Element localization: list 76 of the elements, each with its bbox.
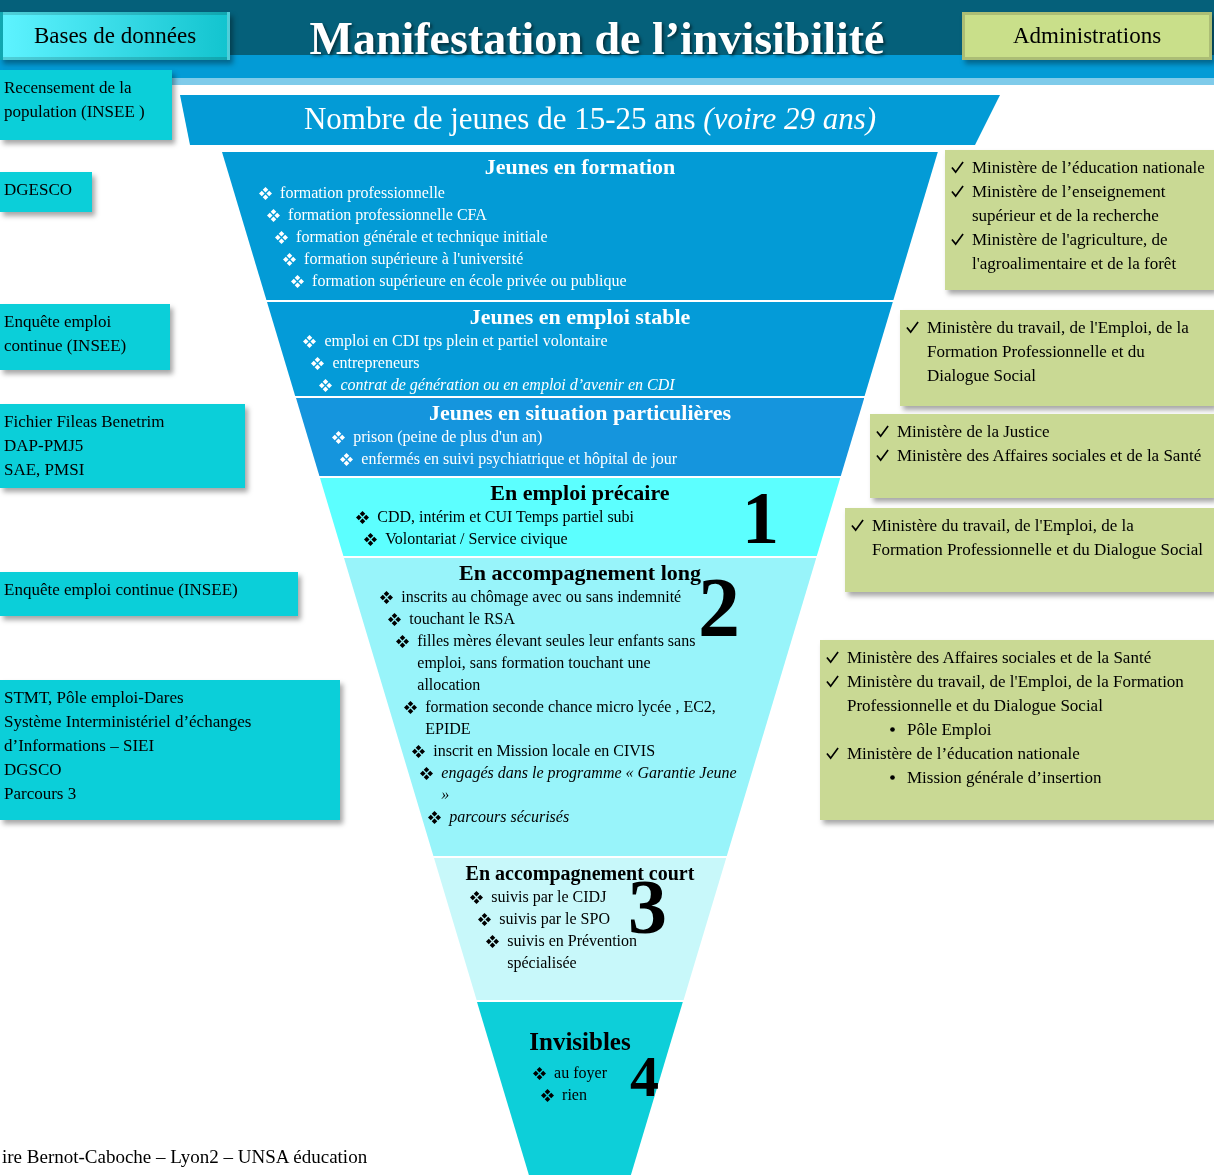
source-text: Parcours 3: [4, 783, 78, 805]
ministry-box: [900, 310, 1214, 406]
pyramid-band: [295, 398, 865, 476]
list-item: suivis en Prévention spécialisée: [507, 932, 638, 974]
source-box: [0, 304, 170, 370]
ministry-box: [845, 508, 1214, 592]
list-item: engagés dans le programme « Garantie Jeune »: [441, 763, 738, 805]
ministry-text: Ministère de l'agriculture, de l'agroalimentaire et de la forêt: [972, 229, 1178, 275]
ministry-text: Ministère du travail, de l'Emploi, de la Formation Professionnelle et du Dialogue Social: [927, 317, 1190, 387]
ministry-text: Ministère du travail, de l'Emploi, de la Formation Professionnelle et du Dialogue Social: [872, 515, 1204, 561]
ministry-text: Ministère de l’éducation nationale: [847, 743, 1080, 765]
title: Manifestation de l’invisibilité: [308, 12, 886, 65]
list-item: formation professionnelle: [280, 183, 445, 204]
list-item: enfermés en suivi psychiatrique et hôpital de jour: [361, 449, 678, 470]
ministry-text: Ministère de l’enseignement supérieur et de la recherche: [972, 181, 1167, 227]
source-box: [0, 680, 340, 820]
list-item: contrat de génération ou en emploi d’avenir en CDI: [340, 375, 675, 396]
band-heading: En emploi précaire: [489, 479, 671, 507]
source-text: DGSCO: [4, 759, 63, 781]
source-text: Enquête emploi continue (INSEE): [4, 579, 239, 601]
step-number: 1: [742, 481, 779, 555]
list-item: prison (peine de plus d'un an): [353, 427, 543, 448]
source-text: DGESCO: [4, 179, 73, 201]
ministry-text: Ministère des Affaires sociales et de la Santé: [897, 445, 1202, 467]
ministry-text: Ministère de la Justice: [897, 421, 1050, 443]
pyramid-band: [343, 558, 817, 856]
list-item: touchant le RSA: [409, 609, 516, 629]
list-item: CDD, intérim et CUI Temps partiel subi: [377, 507, 635, 528]
list-item: suivis par le CIDJ: [491, 887, 607, 908]
source-text: Système Interministériel d’échanges d’Informations – SIEI: [4, 711, 253, 757]
source-text: Fichier Fileas Benetrim: [4, 411, 166, 433]
ministry-box: [820, 640, 1214, 820]
list-item: suivis par le SPO: [499, 909, 610, 930]
list-item: formation générale et technique initiale: [296, 227, 548, 248]
pyramid-band: [319, 478, 841, 556]
source-box: [0, 404, 245, 488]
source-box: [0, 172, 92, 212]
source-text: DAP-PMJ5: [4, 435, 85, 457]
list-item: emploi en CDI tps plein et partiel volontaire: [324, 331, 608, 352]
list-item: formation supérieure à l'université: [304, 249, 524, 270]
ministry-text: Ministère du travail, de l'Emploi, de la Formation Professionnelle et du Dialogue Social: [847, 671, 1185, 717]
band-heading: Nombre de jeunes de 15-25 ans (voire 29 ans): [302, 100, 878, 138]
source-box: [0, 70, 172, 140]
footer-note: ire Bernot-Caboche – Lyon2 – UNSA éducation: [2, 1146, 368, 1168]
source-text: Enquête emploi continue (INSEE): [4, 311, 128, 357]
list-item: parcours sécurisés: [449, 807, 570, 828]
band-heading: Jeunes en formation: [483, 153, 677, 181]
list-item: Volontariat / Service civique: [385, 529, 568, 550]
list-item: rien: [562, 1085, 587, 1105]
list-item: inscrit en Mission locale en CIVIS: [433, 741, 656, 761]
list-item: formation professionnelle CFA: [288, 205, 487, 226]
step-number: 4: [630, 1048, 659, 1106]
source-text: SAE, PMSI: [4, 459, 86, 481]
source-box: [0, 572, 298, 616]
ministry-text: Ministère des Affaires sociales et de la Santé: [847, 647, 1152, 669]
list-item: inscrits au chômage avec ou sans indemnité: [401, 587, 682, 608]
header-box: Bases de données: [0, 12, 230, 60]
pyramid-band: [433, 858, 727, 1000]
header-box: Administrations: [962, 12, 1212, 60]
ministry-text: Pôle Emploi: [907, 719, 992, 741]
ministry-text: Ministère de l’éducation nationale: [972, 157, 1205, 179]
band-heading: Invisibles: [528, 1028, 632, 1056]
band-heading: Jeunes en emploi stable: [468, 303, 692, 331]
ministry-box: [870, 414, 1214, 498]
list-item: entrepreneurs: [332, 353, 420, 374]
pyramid-band: [222, 152, 938, 300]
list-item: au foyer: [554, 1063, 607, 1084]
source-text: Recensement de la population (INSEE ): [4, 77, 146, 123]
list-item: formation supérieure en école privée ou publique: [312, 271, 627, 292]
pyramid-band: [267, 302, 893, 396]
header-band: [180, 95, 1000, 145]
ministry-box: [945, 150, 1214, 290]
ministry-text: Mission générale d’insertion: [907, 767, 1102, 789]
source-text: STMT, Pôle emploi-Dares: [4, 687, 185, 709]
pyramid-band: [477, 1002, 683, 1175]
band-heading: Jeunes en situation particulières: [427, 399, 733, 427]
